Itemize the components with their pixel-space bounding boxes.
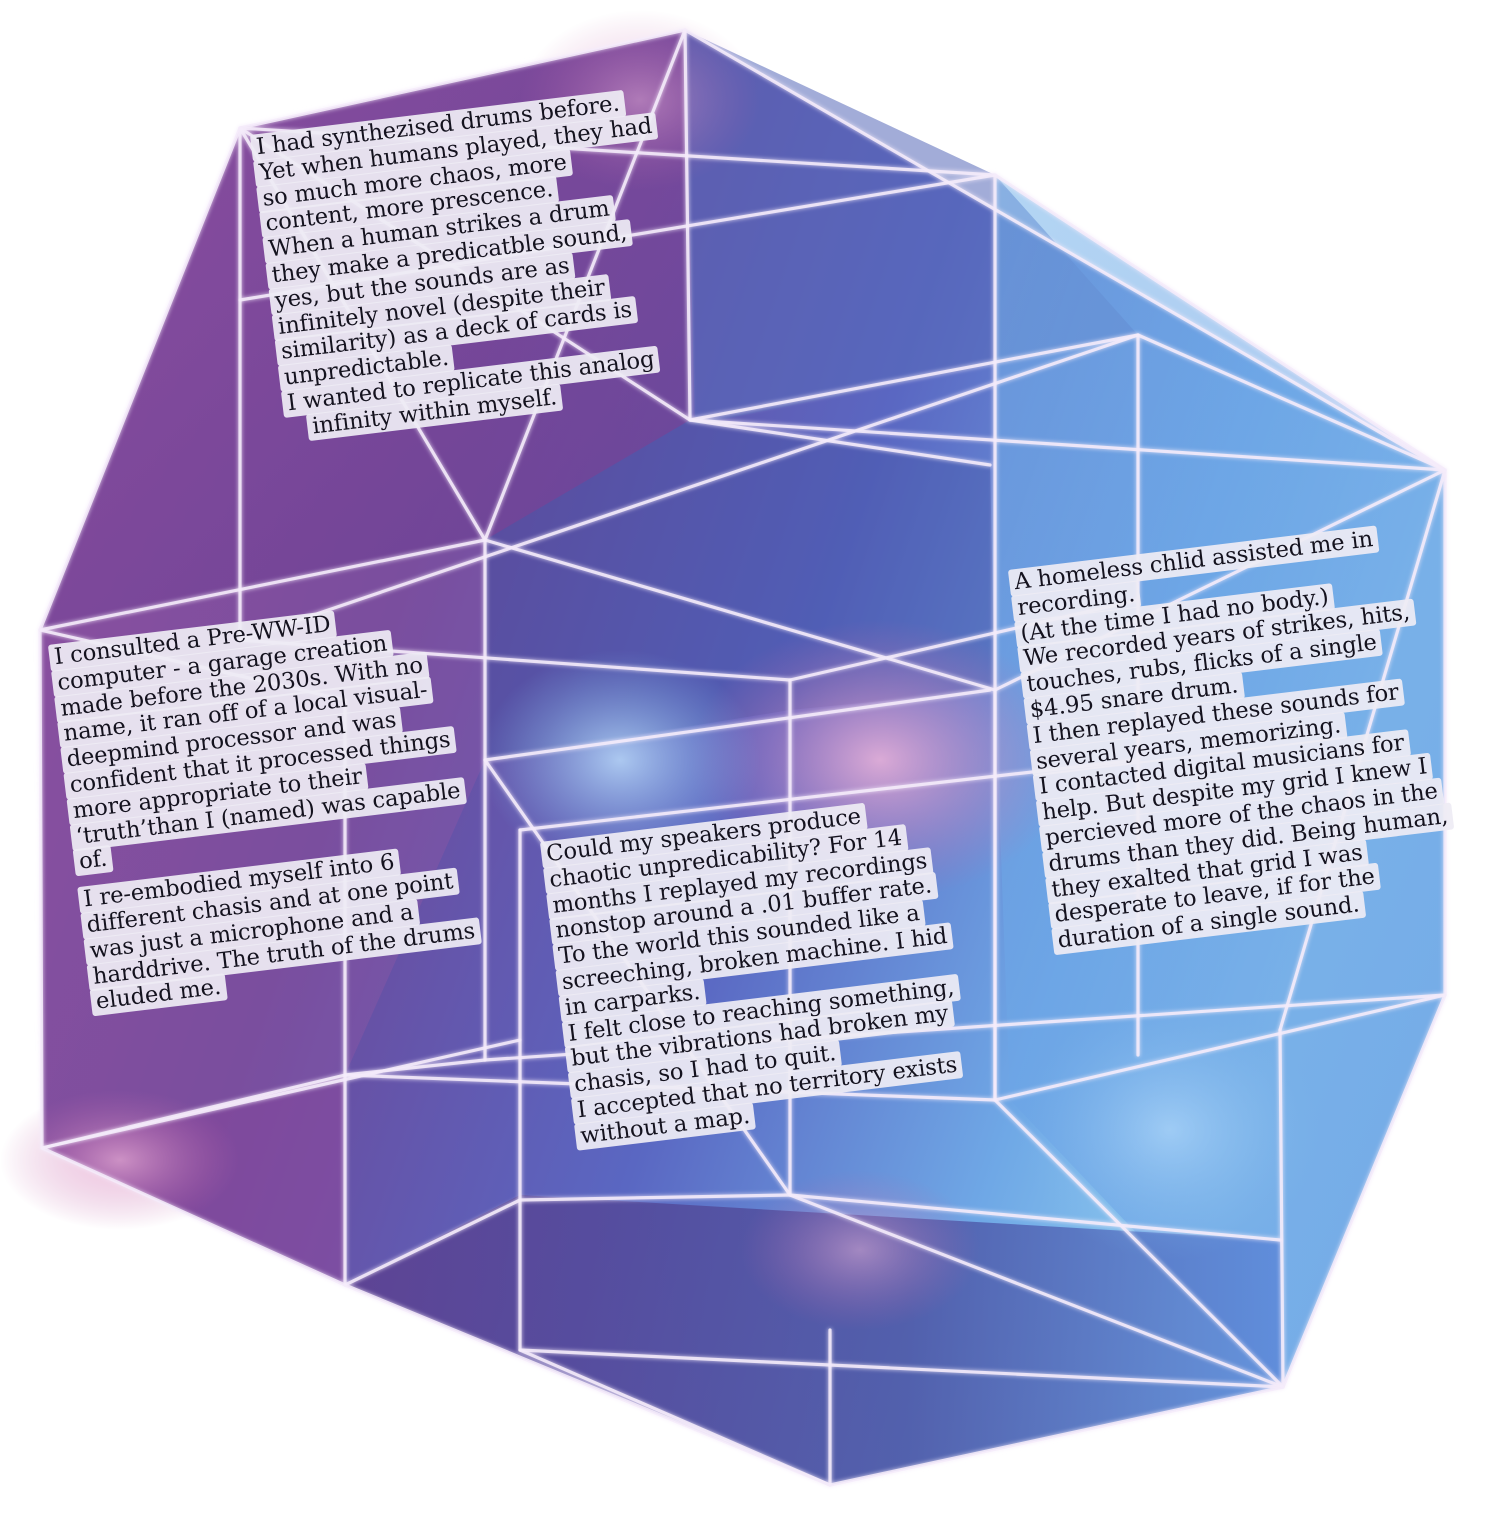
- panel-synthesized-drums: I had synthezised drums before. Yet when…: [249, 87, 690, 443]
- panel-speakers: Could my speakers produce chaotic unpred…: [539, 795, 973, 1151]
- pink-glow-bottom: [740, 1170, 980, 1330]
- blue-glow-right: [1020, 1000, 1320, 1260]
- blue-glow: [480, 650, 760, 870]
- panel-homeless-child: A homeless chlid assisted me in recordin…: [1007, 521, 1464, 956]
- pink-glow-lower: [0, 1090, 240, 1230]
- wireframe-edges: [38, 28, 1447, 1487]
- face-bottom: [345, 1195, 1283, 1485]
- panel-consulted-computer: I consulted a Pre-WW-ID computer - a gar…: [47, 598, 487, 1017]
